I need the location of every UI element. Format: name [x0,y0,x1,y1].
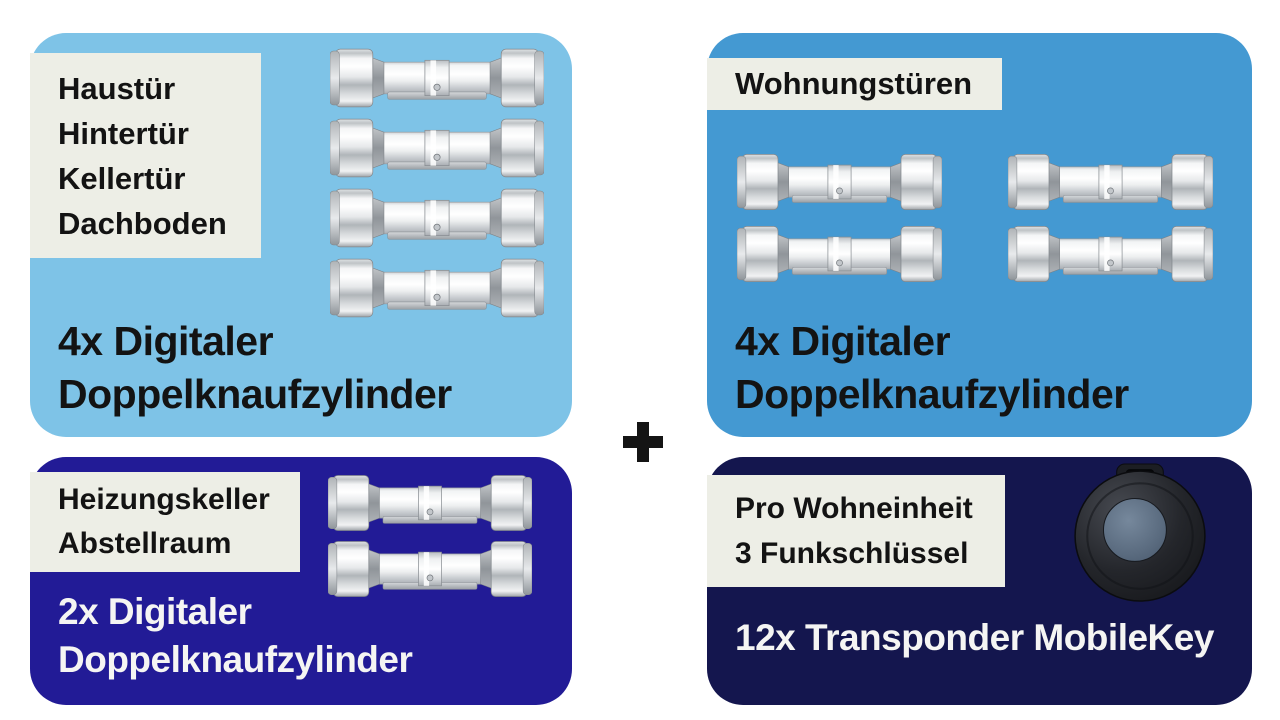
panel-title-line: Doppelknaufzylinder [58,371,452,417]
panel-apartment-doors: Wohnungstüren 4x Digitaler Doppelknaufzy… [707,33,1252,437]
cylinder-image-group [328,473,532,599]
door-label: Wohnungstüren [735,66,973,101]
door-label-box: Wohnungstüren [707,58,1003,110]
door-label-box: Pro Wohneinheit 3 Funkschlüssel [707,475,1005,587]
panel-title-line: 4x Digitaler [735,318,951,364]
door-label-box: Heizungskeller Abstellraum [30,472,300,572]
cylinder-image-group [737,151,1213,285]
panel-title: 4x Digitaler Doppelknaufzylinder [58,315,452,421]
door-label: Hintertür [58,116,189,151]
panel-title-line: 12x Transponder MobileKey [735,617,1214,658]
door-label: Abstellraum [58,527,232,560]
panel-title: 12x Transponder MobileKey [735,614,1214,662]
plus-icon: + [623,422,663,462]
cylinder-image [1008,151,1213,213]
cylinder-image [330,47,544,109]
panel-house-doors: Haustür Hintertür Kellertür Dachboden 4x… [30,33,572,437]
cylinder-image [328,473,532,533]
cylinder-image [330,117,544,179]
cylinder-image [1008,223,1213,285]
door-label: 3 Funkschlüssel [735,537,969,570]
door-label: Haustür [58,71,176,106]
door-label: Heizungskeller [58,483,270,516]
door-label: Pro Wohneinheit [735,492,973,525]
panel-basement-rooms: Heizungskeller Abstellraum 2x Digitaler … [30,457,572,705]
panel-transponders: Pro Wohneinheit 3 Funkschlüssel 12x Tran… [707,457,1252,705]
cylinder-image [330,187,544,249]
panel-title: 4x Digitaler Doppelknaufzylinder [735,315,1129,421]
plus-cross-shape [623,422,663,462]
panel-title-line: 2x Digitaler [58,591,252,632]
cylinder-image [737,223,942,285]
panel-title: 2x Digitaler Doppelknaufzylinder [58,588,413,684]
door-label: Kellertür [58,161,186,196]
panel-title-line: Doppelknaufzylinder [735,371,1129,417]
cylinder-image [737,151,942,213]
cylinder-image-group [330,47,544,319]
panel-title-line: Doppelknaufzylinder [58,639,413,680]
plus-symbol-text: + [623,462,624,463]
cylinder-image [330,257,544,319]
door-label: Dachboden [58,206,227,241]
panel-title-line: 4x Digitaler [58,318,274,364]
door-label-box: Haustür Hintertür Kellertür Dachboden [30,53,261,258]
transponder-image [1069,461,1211,603]
